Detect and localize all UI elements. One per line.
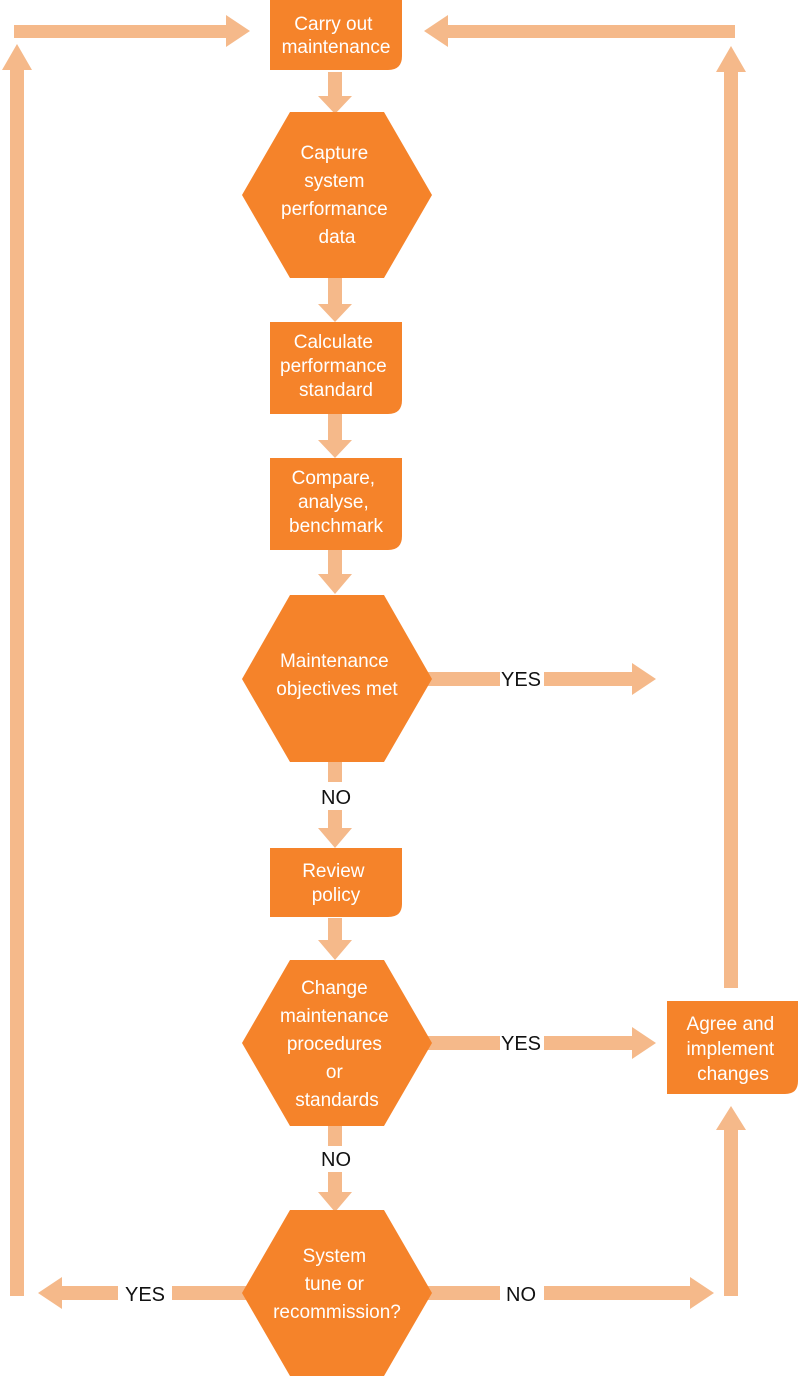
node-system-tune-or-recommission: System tune or recommission? [242, 1210, 432, 1376]
arrow-change-no-lower [318, 1172, 352, 1212]
arrow-loop-left-into-start [14, 15, 250, 47]
svg-text:Capture system per: Capture system performance data [281, 143, 393, 248]
arrow-calculate-to-compare [318, 414, 352, 458]
node-capture-system-performance-data: Capture system performance data [242, 112, 432, 278]
arrow-change-yes-right [544, 1027, 656, 1059]
arrow-capture-to-calculate [318, 278, 352, 322]
arrow-compare-to-objectives [318, 550, 352, 594]
node-maintenance-objectives-met: Maintenance objectives met [242, 595, 432, 762]
arrow-agree-up-to-top [716, 46, 746, 988]
svg-text:System tune or rec: System tune or recommission? [273, 1246, 401, 1323]
label-change-no: NO [321, 1149, 351, 1171]
svg-text:Compare, analyse,: Compare, analyse, benchmark [289, 468, 383, 537]
arrow-tune-no-left [412, 1286, 500, 1300]
arrow-objectives-no-lower [318, 810, 352, 848]
arrow-tune-yes-left [38, 1277, 118, 1309]
arrow-tune-yes-right [172, 1286, 255, 1300]
node-agree-and-implement-changes: Agree and implement changes [667, 1001, 798, 1094]
svg-text:Calculate performance: Calculate performance standard [280, 332, 392, 401]
arrow-left-return-up [2, 44, 32, 1296]
label-objectives-no: NO [321, 787, 351, 809]
arrow-change-no-upper [328, 1124, 342, 1146]
node-compare-analyse-benchmark: Compare, analyse, benchmark [270, 458, 402, 550]
arrow-objectives-yes-left [412, 672, 500, 686]
label-objectives-yes: YES [501, 669, 541, 691]
arrow-change-yes-left [412, 1036, 500, 1050]
arrow-start-to-capture [318, 72, 352, 114]
arrow-objectives-yes-right [544, 663, 656, 695]
node-calculate-performance-standard: Calculate performance standard [270, 322, 402, 414]
arrow-loop-right-into-start [424, 15, 735, 47]
svg-text:Agree and implement: Agree and implement changes [687, 1014, 780, 1085]
arrow-review-to-change [318, 918, 352, 960]
node-review-policy: Review policy [270, 848, 402, 917]
arrow-up-into-agree [716, 1106, 746, 1296]
svg-text:Change maintenance: Change maintenance procedures or standar… [280, 978, 394, 1111]
node-change-maintenance-procedures: Change maintenance procedures or standar… [242, 960, 432, 1126]
svg-text:Maintenance objectives m: Maintenance objectives met [276, 651, 398, 700]
arrow-tune-no-right [544, 1277, 714, 1309]
node-carry-out-maintenance: Carry out maintenance [270, 0, 402, 70]
svg-text:Carry out maintenance: Carry out maintenance [282, 14, 391, 58]
label-tune-yes: YES [125, 1284, 165, 1306]
connectors [2, 15, 746, 1309]
svg-text:Review policy: Review policy [302, 861, 370, 906]
edge-labels: YES NO YES NO YES NO [125, 669, 541, 1306]
label-tune-no: NO [506, 1284, 536, 1306]
label-change-yes: YES [501, 1033, 541, 1055]
